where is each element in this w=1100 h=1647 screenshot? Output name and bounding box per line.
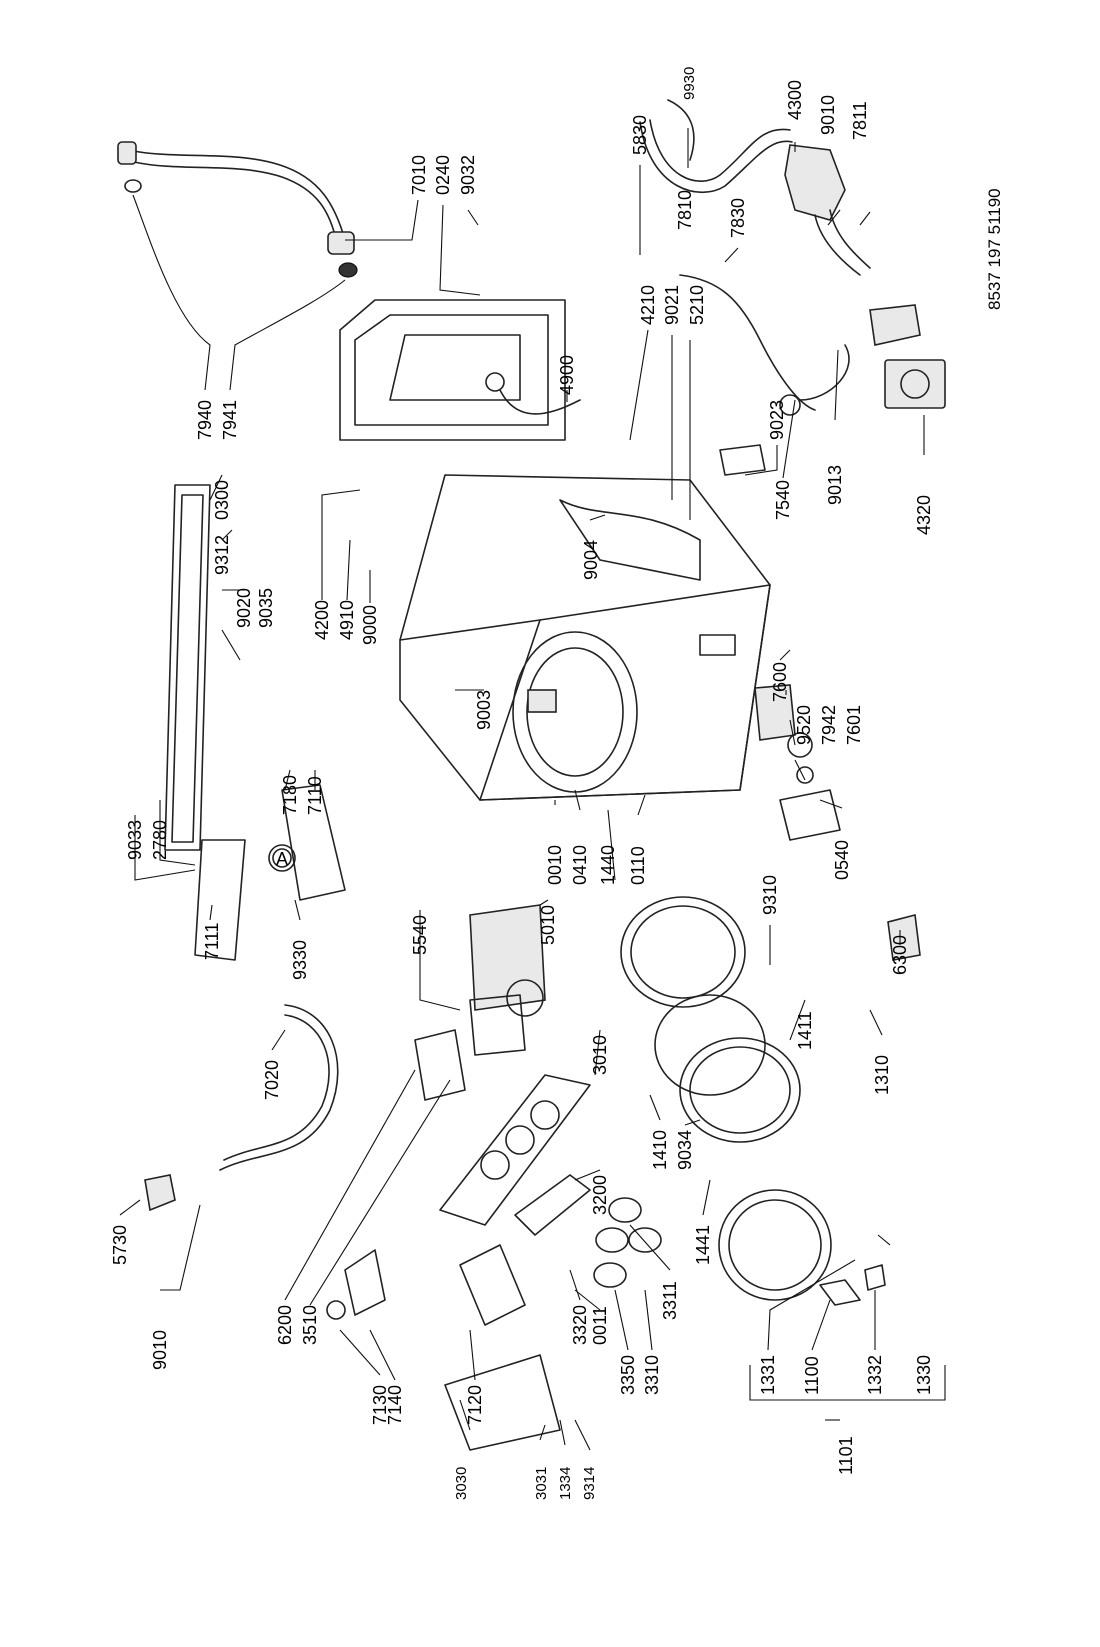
callout-9000: 9000 — [360, 605, 380, 645]
callout-9312: 9312 — [212, 535, 232, 575]
callout-9034: 9034 — [675, 1130, 695, 1170]
callout-9310: 9310 — [760, 875, 780, 915]
callout-1411: 1411 — [795, 1011, 815, 1050]
callout-5540: 5540 — [410, 915, 430, 955]
callout-3310: 3310 — [642, 1355, 662, 1395]
callout-3200: 3200 — [590, 1175, 610, 1215]
callout-1331: 1331 — [758, 1355, 778, 1395]
callout-1100: 1100 — [802, 1356, 822, 1395]
door-rings-part — [620, 896, 832, 1301]
valve-part — [144, 1029, 466, 1212]
callout-1310: 1310 — [872, 1055, 892, 1095]
detail-marker: A — [268, 844, 296, 872]
callout-9033: 9033 — [125, 820, 145, 860]
callout-4200: 4200 — [312, 600, 332, 640]
callout-7010: 7010 — [409, 155, 429, 195]
top-panel-part — [164, 484, 211, 851]
callout-9032: 9032 — [458, 155, 478, 195]
callout-7940: 7940 — [195, 400, 215, 440]
callout-9010-bottom: 9010 — [150, 1330, 170, 1370]
callout-3030: 3030 — [453, 1467, 470, 1500]
callout-7140: 7140 — [385, 1385, 405, 1425]
callout-0240: 0240 — [433, 155, 453, 195]
callout-9020: 9020 — [234, 588, 254, 628]
callout-7180: 7180 — [280, 775, 300, 815]
callout-0011: 0011 — [590, 1306, 610, 1345]
callout-3350: 3350 — [618, 1355, 638, 1395]
callout-5830: 5830 — [630, 115, 650, 155]
leader-lines — [119, 128, 946, 1451]
misc-small-parts — [719, 444, 921, 961]
callout-9004: 9004 — [581, 540, 601, 580]
callout-7111: 7111 — [202, 923, 222, 960]
callout-6200: 6200 — [275, 1305, 295, 1345]
callout-9930: 9930 — [681, 67, 698, 100]
callout-7130: 7130 — [370, 1385, 390, 1425]
callout-9013: 9013 — [825, 465, 845, 505]
drain-hose-part — [639, 99, 871, 276]
callout-3510: 3510 — [300, 1305, 320, 1345]
handles-part — [326, 1249, 386, 1320]
callout-1334: 1334 — [557, 1467, 574, 1500]
callout-9314: 9314 — [581, 1467, 598, 1500]
callout-9330: 9330 — [290, 940, 310, 980]
knobs-part — [593, 1197, 662, 1288]
callout-7020: 7020 — [262, 1060, 282, 1100]
callout-5210: 5210 — [687, 285, 707, 325]
control-panel-part — [439, 1074, 591, 1236]
callout-5730: 5730 — [110, 1225, 130, 1265]
callout-4210: 4210 — [638, 285, 658, 325]
callout-0010: 0010 — [545, 845, 565, 885]
callout-0110: 0110 — [628, 846, 648, 885]
callout-7941: 7941 — [220, 400, 240, 440]
callout-0300: 0300 — [212, 480, 232, 520]
callout-0410: 0410 — [570, 845, 590, 885]
callout-1101: 1101 — [836, 1436, 856, 1475]
callout-1441: 1441 — [693, 1225, 713, 1265]
callout-3311: 3311 — [660, 1281, 680, 1320]
callout-7110: 7110 — [305, 776, 325, 815]
callout-9520: 9520 — [794, 705, 814, 745]
callout-4910: 4910 — [337, 600, 357, 640]
door-handle-part — [819, 1264, 886, 1306]
callout-7942: 7942 — [819, 705, 839, 745]
callout-labels: 7010 0240 9032 7940 7941 5830 9930 4300 … — [110, 67, 934, 1500]
callout-1332: 1332 — [865, 1355, 885, 1395]
control-module-part — [469, 904, 546, 1056]
callout-7811: 7811 — [850, 101, 870, 140]
callout-7830: 7830 — [728, 198, 748, 238]
callout-3010: 3010 — [590, 1035, 610, 1075]
callout-9003: 9003 — [474, 690, 494, 730]
callout-4300: 4300 — [785, 80, 805, 120]
callout-4320: 4320 — [914, 495, 934, 535]
callout-9021: 9021 — [662, 285, 682, 325]
callout-7540: 7540 — [773, 480, 793, 520]
callout-7810: 7810 — [675, 190, 695, 230]
cabinet-part — [399, 474, 771, 801]
callout-6300: 6300 — [890, 935, 910, 975]
top-frame-part — [339, 299, 581, 441]
callout-1330: 1330 — [914, 1355, 934, 1395]
callout-9035: 9035 — [256, 588, 276, 628]
detail-marker-text: A — [276, 849, 288, 869]
callout-7601: 7601 — [844, 705, 864, 745]
detergent-drawer-part — [444, 1244, 561, 1451]
callout-7120: 7120 — [465, 1385, 485, 1425]
callout-4900: 4900 — [557, 355, 577, 395]
callout-1440: 1440 — [598, 845, 618, 885]
inlet-hose-part — [117, 141, 358, 278]
callout-3031: 3031 — [533, 1467, 550, 1500]
document-number: 8537 197 51190 — [985, 188, 1004, 310]
callout-7600: 7600 — [770, 662, 790, 702]
callout-0540: 0540 — [832, 840, 852, 880]
callout-2780: 2780 — [150, 820, 170, 860]
water-hose-part — [219, 1004, 339, 1171]
callout-5010: 5010 — [538, 905, 558, 945]
callout-1410: 1410 — [650, 1130, 670, 1170]
pump-part — [679, 274, 946, 416]
callout-3320: 3320 — [570, 1305, 590, 1345]
callout-9023: 9023 — [767, 400, 787, 440]
callout-9010-top: 9010 — [818, 95, 838, 135]
